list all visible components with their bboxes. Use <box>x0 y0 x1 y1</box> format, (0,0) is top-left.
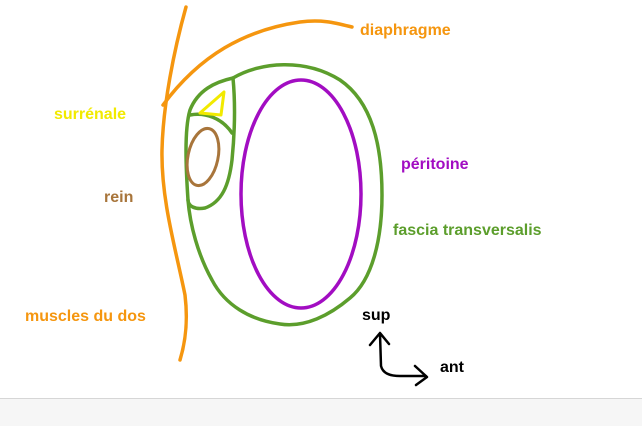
fascia-transversalis-label: fascia transversalis <box>393 222 542 239</box>
fascia-transversalis-outline <box>184 63 384 327</box>
diaphragme-line <box>161 19 354 107</box>
peritoine-oval <box>239 78 363 310</box>
fascia-adrenal-separator <box>188 112 234 135</box>
peritoine-label: péritoine <box>401 156 469 173</box>
rein-label: rein <box>104 189 133 206</box>
rein-ellipse <box>185 126 221 188</box>
ant-label: ant <box>440 359 465 376</box>
muscles-du-dos-label: muscles du dos <box>25 308 146 325</box>
muscles-du-dos-line <box>160 5 189 362</box>
diaphragme-label: diaphragme <box>360 22 451 39</box>
fascia-inner-compartment <box>186 76 237 211</box>
bottom-bar <box>0 398 642 426</box>
sup-label: sup <box>362 307 391 324</box>
surrenale-triangle <box>198 90 226 117</box>
orientation-arrows <box>368 331 429 387</box>
surrenale-label: surrénale <box>54 106 126 123</box>
